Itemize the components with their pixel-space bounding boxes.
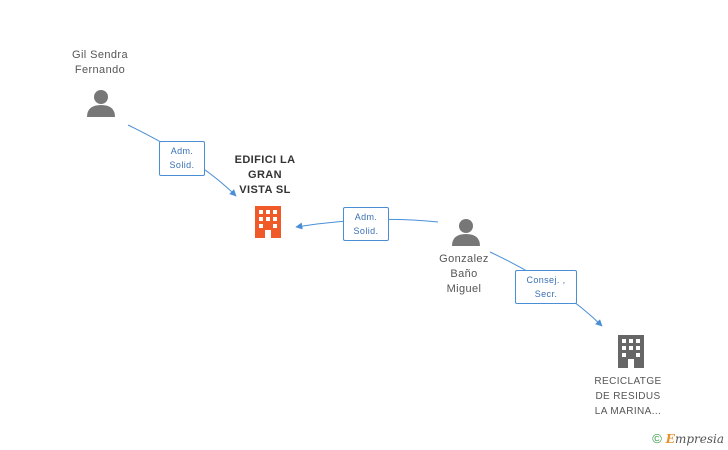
relation-line: Solid.: [169, 160, 195, 170]
company-name-label[interactable]: RECICLATGE DE RESIDUS LA MARINA...: [578, 374, 678, 419]
copyright-symbol: ©: [652, 431, 662, 446]
person-name-label[interactable]: Gonzalez Baño Miguel: [418, 252, 510, 297]
building-icon[interactable]: [618, 335, 644, 368]
name-line: LA MARINA...: [594, 406, 662, 417]
relation-line: Secr.: [534, 289, 558, 299]
relation-line: Solid.: [353, 226, 379, 236]
name-line: EDIFICI LA: [234, 154, 296, 166]
relation-label: Adm. Solid.: [159, 141, 205, 176]
person-name-label[interactable]: Gil Sendra Fernando: [48, 48, 152, 78]
company-name-label[interactable]: EDIFICI LA GRAN VISTA SL: [220, 153, 310, 198]
name-line: Baño: [450, 268, 478, 280]
name-line: Gil Sendra: [72, 49, 128, 61]
name-line: Miguel: [446, 283, 482, 295]
relation-label: Adm. Solid.: [343, 207, 389, 241]
name-line: DE RESIDUS: [595, 391, 661, 402]
name-line: GRAN: [248, 169, 282, 181]
relation-line: Adm.: [354, 212, 378, 222]
name-line: RECICLATGE: [594, 376, 662, 387]
person-icon[interactable]: [452, 219, 480, 246]
relation-line: Adm.: [170, 146, 194, 156]
relation-label: Consej. , Secr.: [515, 270, 577, 304]
brand-logo-text: mpresia: [674, 431, 724, 446]
person-icon[interactable]: [87, 90, 115, 117]
brand-logo-initial: E: [665, 431, 675, 446]
name-line: VISTA SL: [239, 184, 291, 196]
name-line: Fernando: [74, 64, 126, 76]
building-icon[interactable]: [255, 206, 281, 238]
brand-footer: © E mpresia: [652, 431, 724, 446]
name-line: Gonzalez: [439, 253, 489, 265]
relation-line: Consej. ,: [526, 275, 566, 285]
